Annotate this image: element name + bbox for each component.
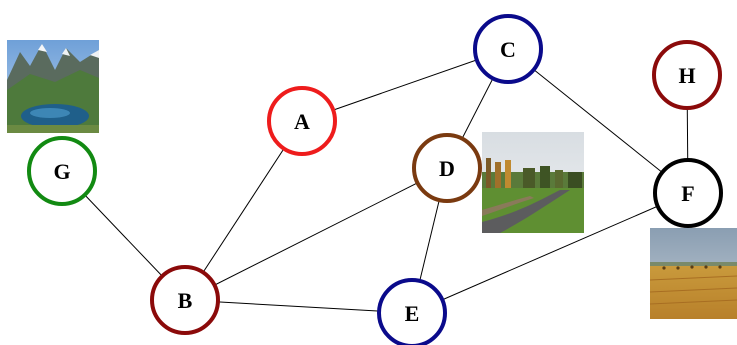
node-circle-b <box>150 265 220 335</box>
edge-b-e <box>184 299 413 314</box>
node-label-c: C <box>500 37 516 62</box>
node-label-g: G <box>53 159 70 184</box>
node-circle-a <box>267 86 337 156</box>
node-circle-f <box>653 158 723 228</box>
edge-a-c <box>301 48 509 122</box>
node-h: H <box>652 40 722 110</box>
mountain-lake-photo <box>7 40 99 133</box>
node-label-h: H <box>678 63 695 88</box>
node-e: E <box>377 278 447 345</box>
edges-layer <box>61 48 689 314</box>
node-g: G <box>27 136 97 206</box>
country-road-photo <box>482 132 584 233</box>
node-circle-d <box>412 133 482 203</box>
node-label-f: F <box>681 181 694 206</box>
edge-d-b <box>184 167 448 301</box>
node-label-b: B <box>178 288 193 313</box>
node-c: C <box>473 14 543 84</box>
node-f: F <box>653 158 723 228</box>
node-label-d: D <box>439 156 455 181</box>
node-d: D <box>412 133 482 203</box>
node-circle-g <box>27 136 97 206</box>
node-circle-c <box>473 14 543 84</box>
edge-e-f <box>411 192 689 314</box>
nodes-layer: A B C D E F G H <box>27 14 723 345</box>
node-label-a: A <box>294 109 310 134</box>
node-label-e: E <box>405 301 420 326</box>
edge-c-f <box>507 48 689 194</box>
node-circle-e <box>377 278 447 345</box>
edge-a-b <box>184 120 303 301</box>
node-a: A <box>267 86 337 156</box>
node-circle-h <box>652 40 722 110</box>
wheat-field-photo <box>649 228 737 319</box>
node-b: B <box>150 265 220 335</box>
